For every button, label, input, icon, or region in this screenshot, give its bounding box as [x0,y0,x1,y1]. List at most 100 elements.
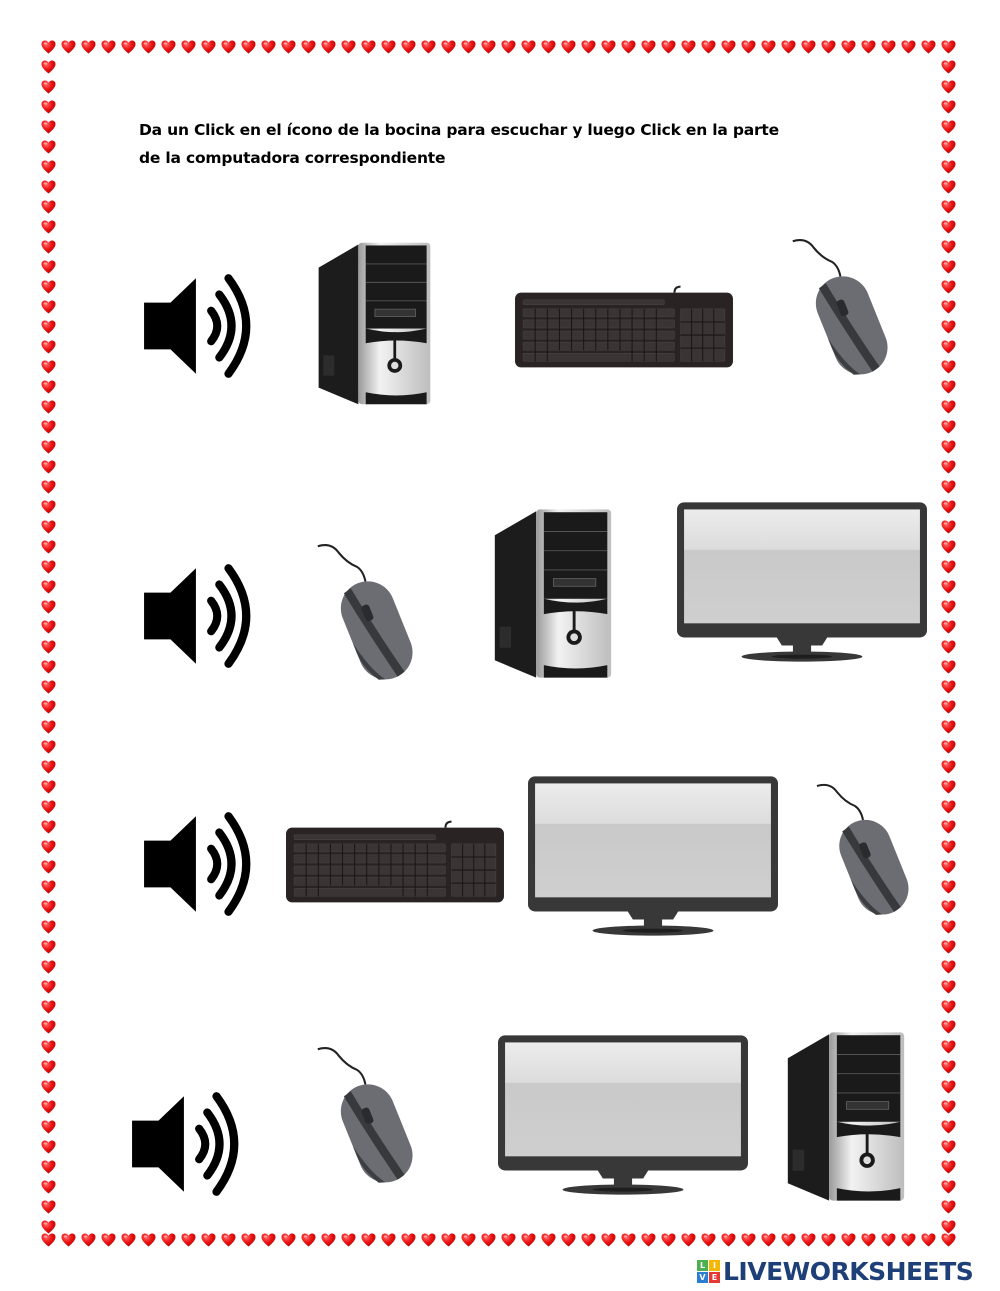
heart-icon [41,600,56,614]
speaker-icon [140,808,262,920]
heart-icon [41,1080,56,1094]
heart-icon [121,1233,136,1247]
option-row-4-monitor[interactable] [497,1032,749,1198]
heart-icon [801,1233,816,1247]
heart-icon [941,860,956,874]
heart-icon [41,1140,56,1154]
heart-icon [321,40,336,54]
heart-icon [941,1060,956,1074]
liveworksheets-logo[interactable]: L I V E LIVEWORKSHEETS [697,1256,974,1286]
option-row-2-cpu[interactable] [490,503,615,683]
heart-icon [941,1140,956,1154]
heart-icon [941,160,956,174]
heart-icon [181,40,196,54]
instructions-text: Da un Click en el ícono de la bocina par… [139,116,879,172]
speaker-icon [140,270,262,382]
heart-icon [41,240,56,254]
option-row-3-keyboard[interactable] [284,818,506,908]
option-row-1-cpu[interactable] [314,233,434,413]
heart-icon [881,1233,896,1247]
option-row-3-mouse[interactable] [805,780,925,920]
option-row-1-keyboard[interactable] [513,283,735,373]
heart-icon [41,580,56,594]
heart-icon [941,520,956,534]
heart-icon [41,660,56,674]
heart-icon [41,1180,56,1194]
heart-icon [481,40,496,54]
heart-icon [941,740,956,754]
heart-icon [941,320,956,334]
heart-icon [781,1233,796,1247]
heart-icon [941,600,956,614]
heart-icon [41,740,56,754]
heart-icon [421,1233,436,1247]
option-row-3-monitor[interactable] [527,773,779,939]
heart-icon [261,1233,276,1247]
logo-tile: L [697,1259,708,1271]
heart-icon [41,80,56,94]
heart-icon [661,1233,676,1247]
speaker-button-row-3[interactable] [140,808,262,920]
heart-icon [41,160,56,174]
heart-icon [681,1233,696,1247]
heart-icon [941,400,956,414]
heart-icon [41,140,56,154]
heart-icon [941,100,956,114]
heart-icon [41,920,56,934]
heart-icon [41,1040,56,1054]
heart-icon [121,40,136,54]
heart-icon [461,40,476,54]
heart-icon [941,300,956,314]
heart-icon [41,640,56,654]
heart-icon [81,1233,96,1247]
heart-icon [41,940,56,954]
heart-icon [41,560,56,574]
heart-icon [521,40,536,54]
option-row-4-cpu[interactable] [783,1026,908,1206]
heart-icon [941,480,956,494]
heart-icon [41,1160,56,1174]
heart-icon [941,60,956,74]
heart-icon [41,520,56,534]
heart-icon [941,820,956,834]
heart-icon [41,840,56,854]
speaker-button-row-4[interactable] [128,1088,250,1200]
heart-icon [941,340,956,354]
heart-icon [941,540,956,554]
heart-icon [561,1233,576,1247]
heart-icon [701,1233,716,1247]
heart-icon [241,1233,256,1247]
heart-icon [41,760,56,774]
option-row-2-monitor[interactable] [676,501,928,663]
logo-tile: I [709,1259,720,1271]
heart-icon [41,680,56,694]
heart-icon [841,40,856,54]
heart-icon [941,500,956,514]
speaker-button-row-2[interactable] [140,560,262,672]
heart-icon [41,420,56,434]
heart-icon [941,380,956,394]
heart-icon [721,40,736,54]
heart-icon [941,640,956,654]
heart-icon [41,1120,56,1134]
speaker-button-row-1[interactable] [140,270,262,382]
mouse-icon [305,540,430,685]
heart-icon [901,1233,916,1247]
heart-icon [41,300,56,314]
heart-icon [321,1233,336,1247]
heart-icon [141,40,156,54]
heart-icon [61,1233,76,1247]
heart-icon [41,200,56,214]
option-row-4-mouse[interactable] [305,1043,430,1188]
heart-icon [821,40,836,54]
heart-icon [41,180,56,194]
heart-icon [941,580,956,594]
heart-icon [941,760,956,774]
heart-icon [941,1160,956,1174]
option-row-2-mouse[interactable] [305,540,430,685]
heart-icon [41,1020,56,1034]
option-row-1-mouse[interactable] [780,235,905,380]
heart-icon [141,1233,156,1247]
heart-icon [101,1233,116,1247]
heart-icon [41,880,56,894]
